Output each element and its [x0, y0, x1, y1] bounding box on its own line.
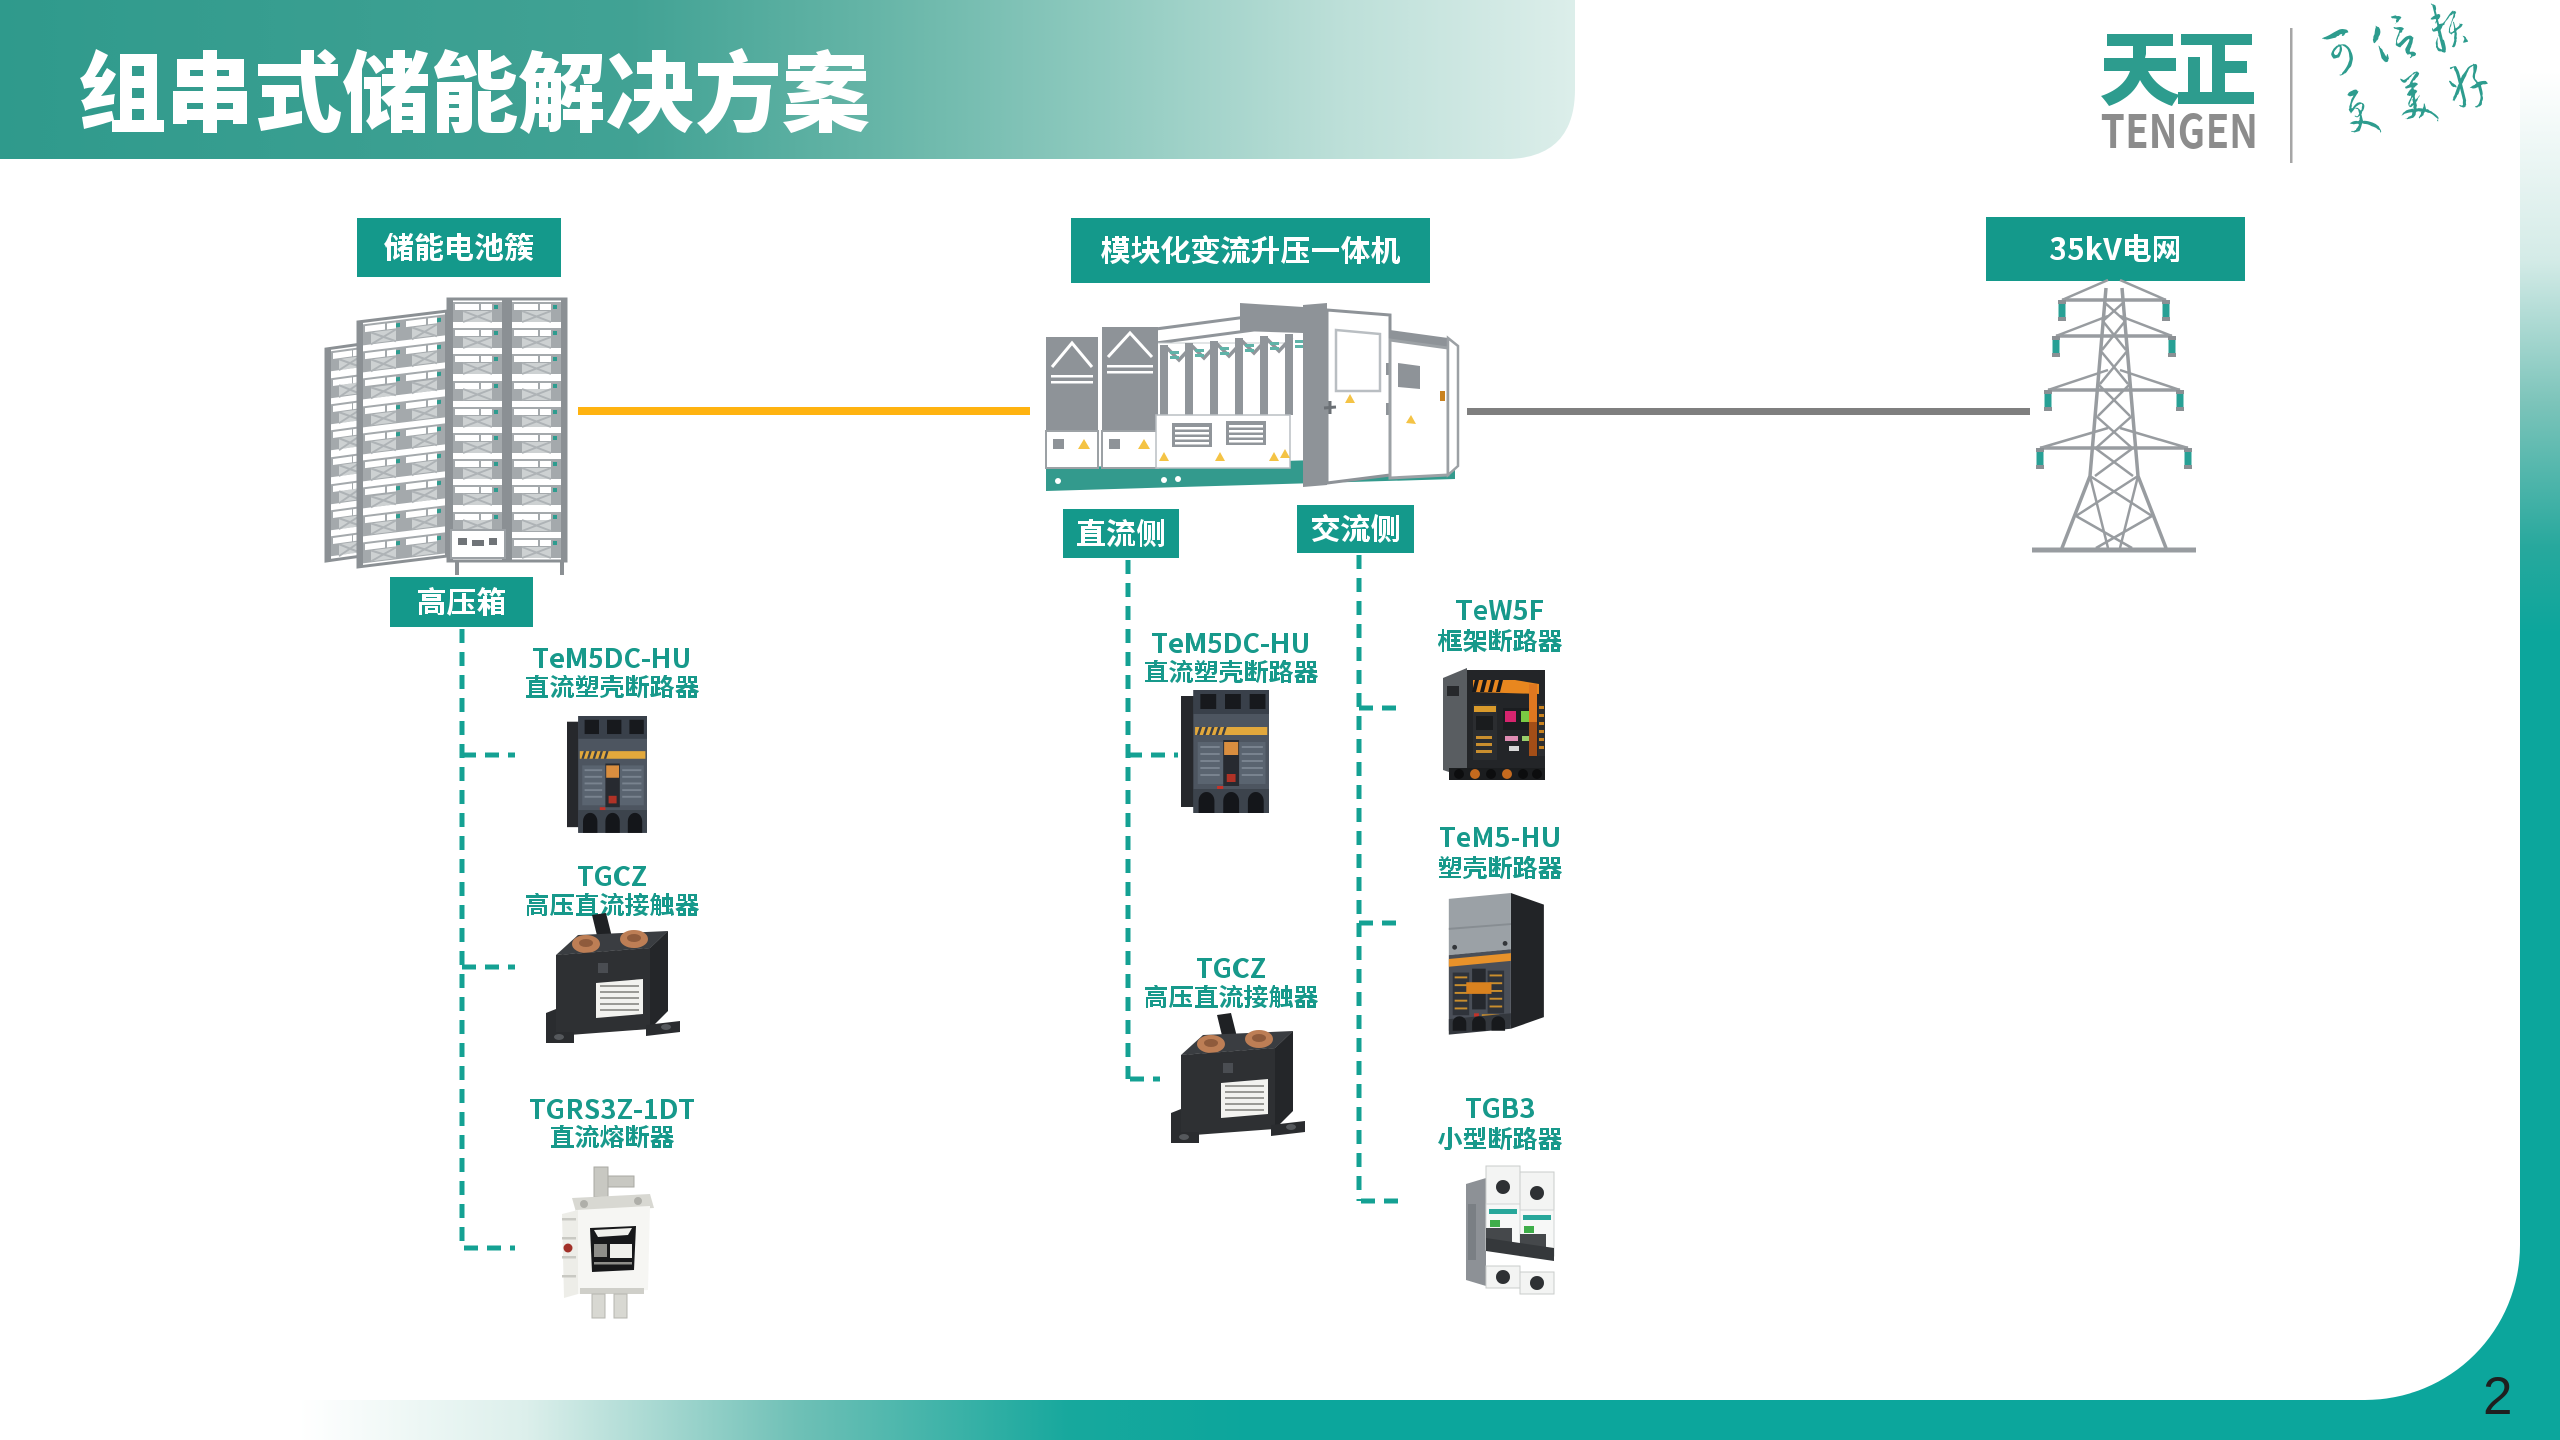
svg-text:2: 2 [2483, 1367, 2512, 1426]
